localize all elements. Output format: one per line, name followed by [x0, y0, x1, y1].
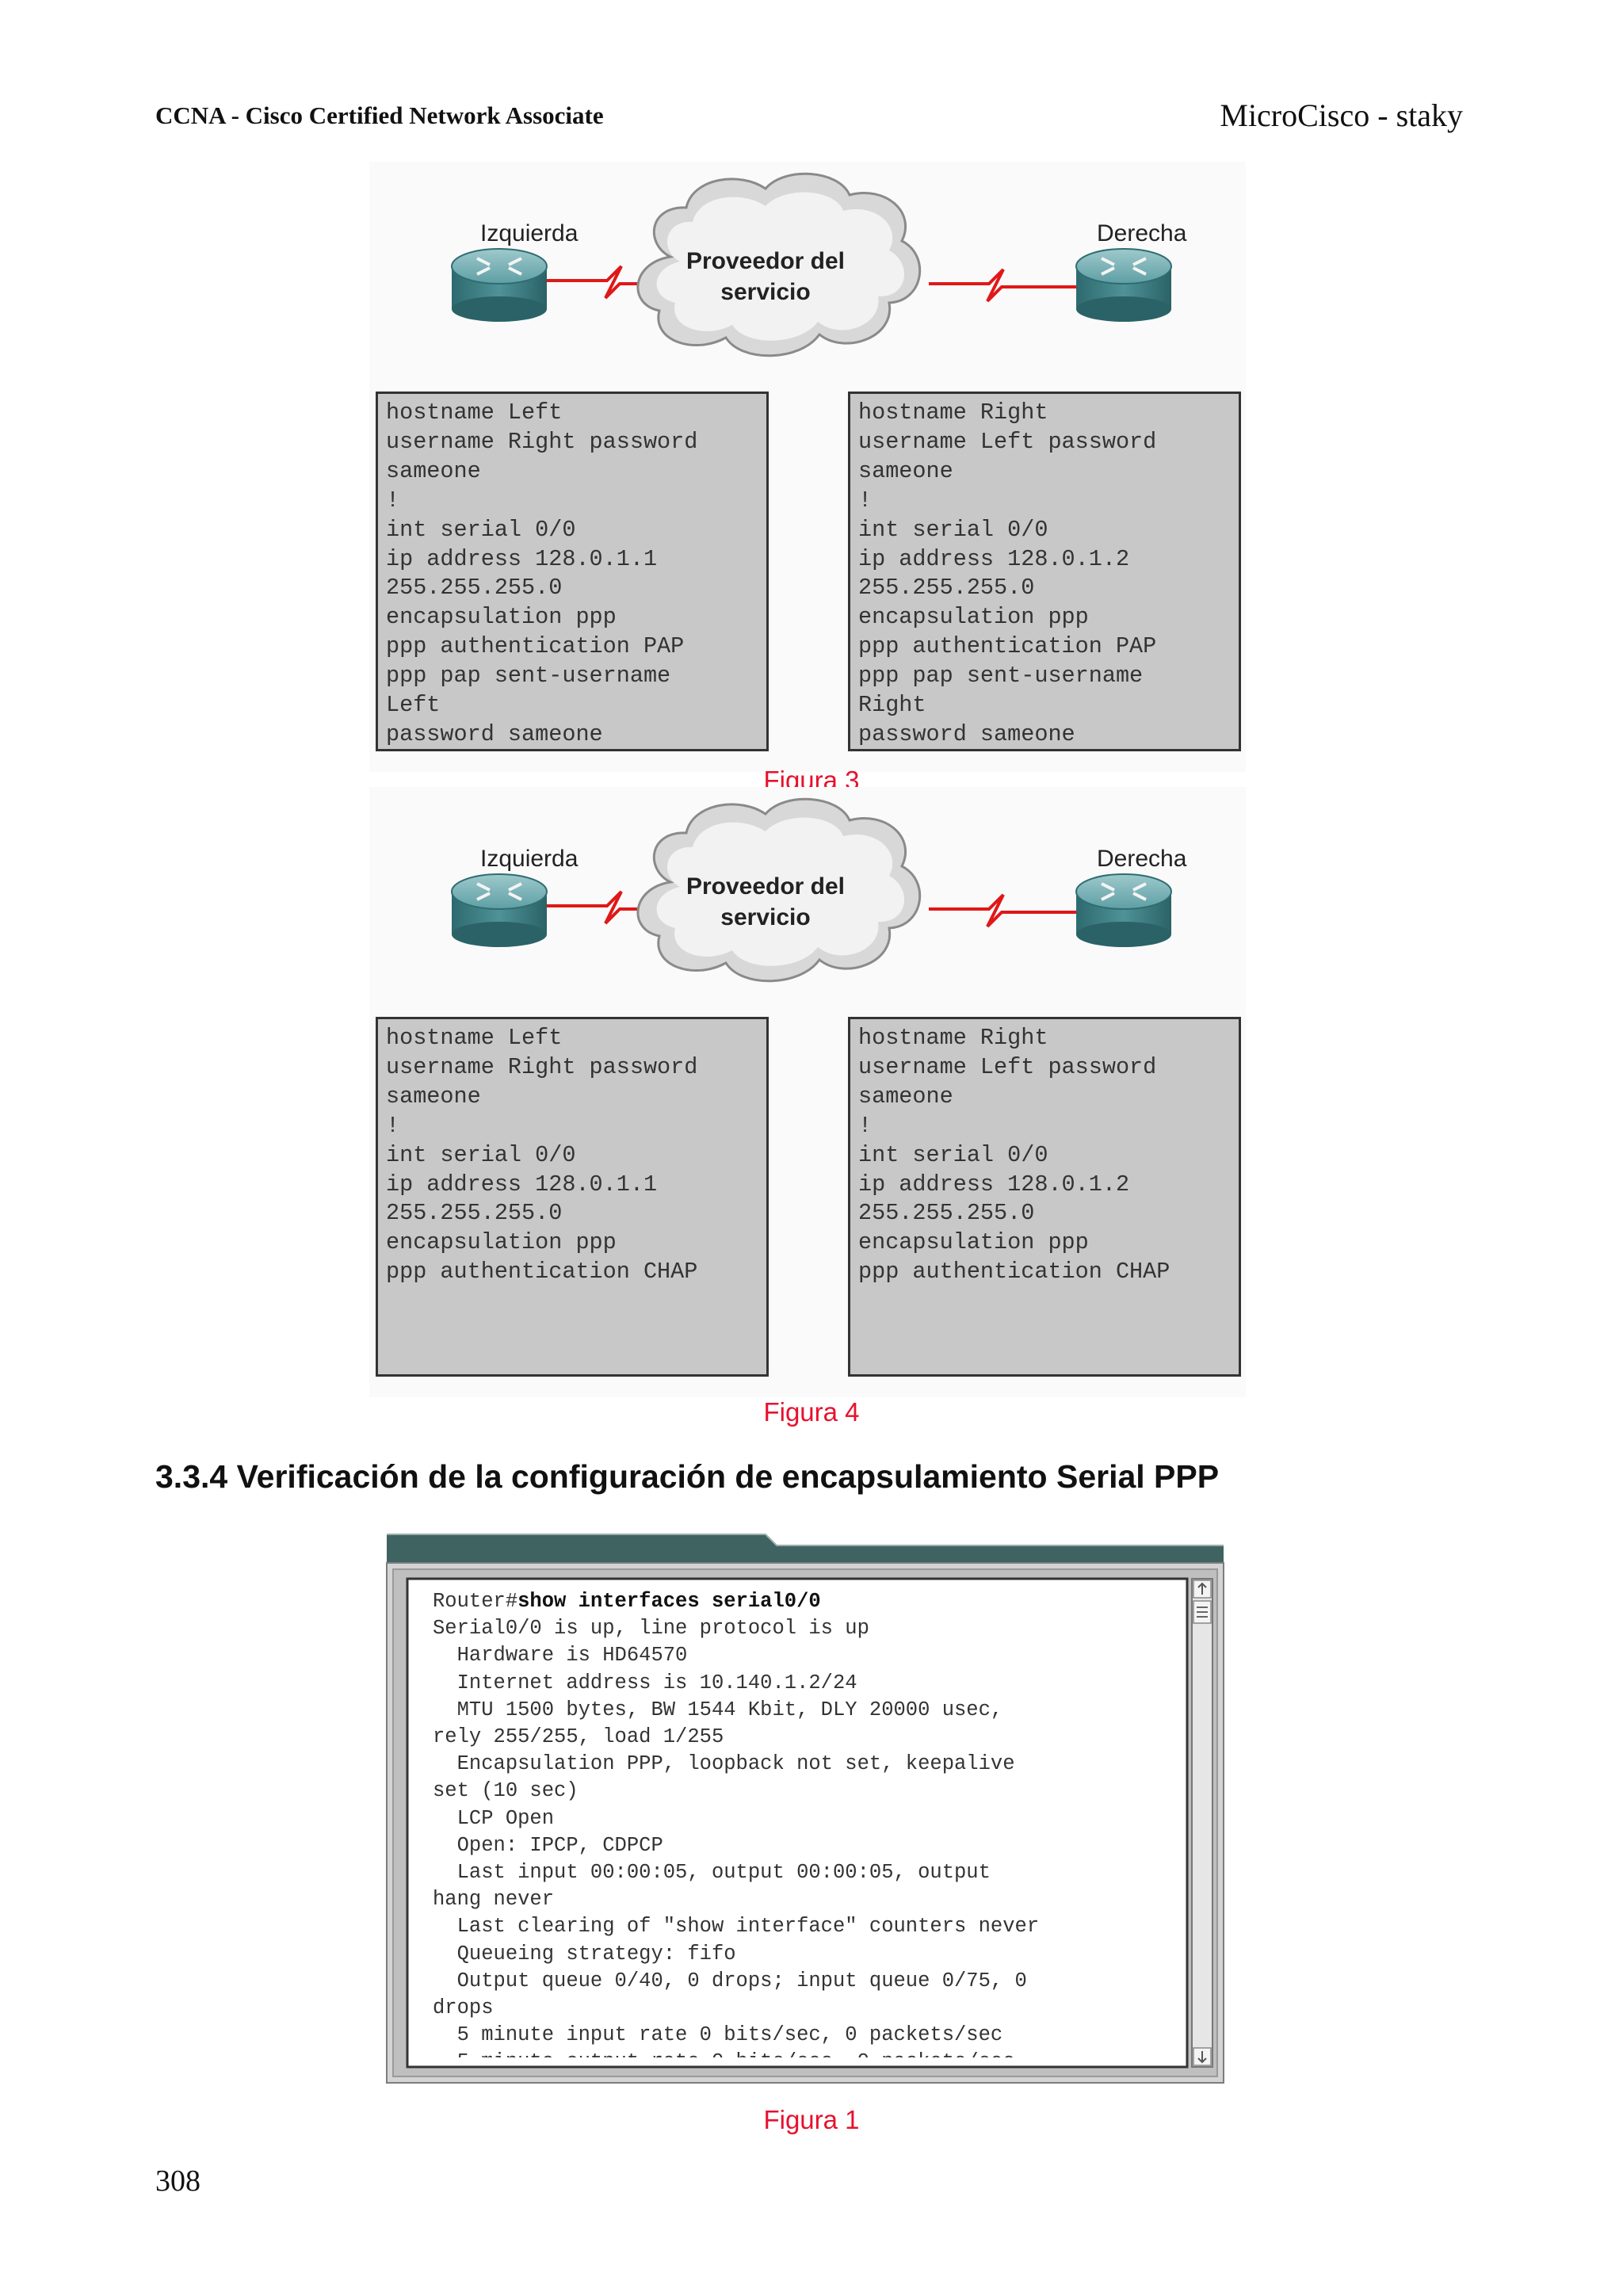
router-right-icon [1075, 248, 1172, 322]
cloud-icon [636, 797, 922, 983]
router-left-label: Izquierda [480, 220, 579, 246]
terminal-command: show interfaces serial0/0 [517, 1590, 821, 1613]
router-left-icon [451, 248, 548, 322]
section-heading: 3.3.4 Verificación de la configuración d… [155, 1458, 1220, 1495]
scrollbar [1191, 1578, 1213, 2068]
cloud-icon [636, 172, 922, 357]
config-left-box: hostname Left username Right password sa… [376, 1017, 769, 1377]
figure-3-network-diagram [451, 172, 1172, 357]
config-right-box: hostname Right username Left password sa… [848, 392, 1241, 751]
config-right-box: hostname Right username Left password sa… [848, 1017, 1241, 1377]
config-left-box: hostname Left username Right password sa… [376, 392, 769, 751]
terminal-window: Router#show interfaces serial0/0 Serial0… [385, 1528, 1227, 2086]
header-title: CCNA - Cisco Certified Network Associate [155, 101, 604, 129]
terminal-output: Router#show interfaces serial0/0 Serial0… [433, 1588, 1170, 2057]
router-left-icon [451, 873, 548, 947]
router-right-label: Derecha [1097, 846, 1187, 872]
terminal-prompt: Router# [433, 1590, 518, 1613]
figure-4: Izquierda Derecha Proveedor del servicio… [369, 787, 1246, 1397]
cloud-label: Proveedor del servicio [685, 873, 846, 930]
page-number: 308 [155, 2164, 200, 2198]
header-author: MicroCisco - staky [1220, 97, 1463, 133]
figure-4-caption: Figura 4 [763, 1397, 860, 1427]
serial-link-right [929, 268, 1076, 303]
router-right-label: Derecha [1097, 220, 1187, 246]
figure-1-caption: Figura 1 [763, 2105, 860, 2134]
cloud-label: Proveedor del servicio [685, 248, 846, 305]
router-left-label: Izquierda [480, 846, 579, 872]
router-right-icon [1075, 873, 1172, 947]
serial-link-left [545, 265, 680, 300]
serial-link-right [929, 893, 1076, 928]
figure-4-network-diagram [451, 797, 1172, 983]
serial-link-left [545, 890, 680, 925]
terminal-output-lines: Serial0/0 is up, line protocol is up Har… [433, 1617, 1040, 2057]
figure-3: Izquierda Derecha Proveedor del servicio… [369, 162, 1246, 772]
terminal-frame [386, 1534, 1224, 2084]
